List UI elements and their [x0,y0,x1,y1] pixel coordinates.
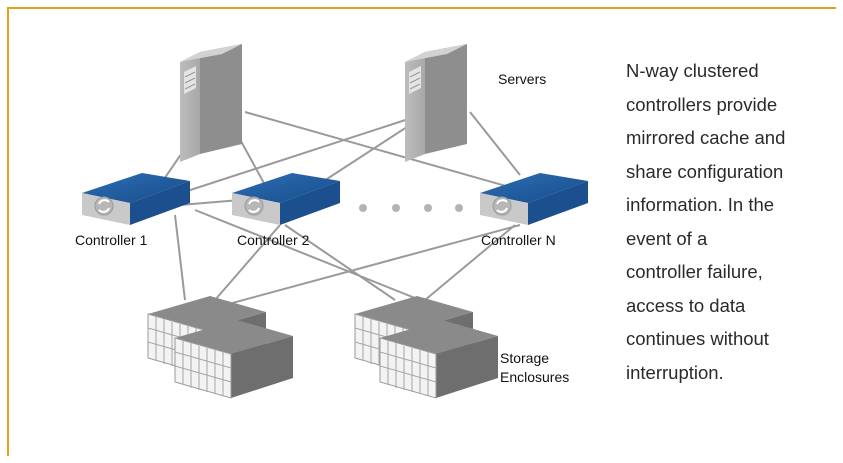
caption-line: controller failure, [626,261,763,282]
caption-line: event of a [626,227,708,249]
servers-label: Servers [498,71,547,87]
ellipsis-dots [359,204,463,212]
caption-text: N-way clustered controllers provide mirr… [626,54,831,389]
caption-line: mirrored cache and [626,127,786,148]
diagram-frame [7,7,836,456]
controller-2-label: Controller 2 [237,232,310,248]
caption-line: interruption. [626,361,724,383]
server-icon [404,43,468,163]
connection-lines [159,111,521,306]
controller-icon [81,172,191,226]
controller-icon [479,172,589,226]
controller-icon [231,172,341,226]
storage-label-line1: Storage [500,350,550,366]
caption-line: N-way clustered [626,60,759,81]
caption-line: information. In the [626,194,775,215]
caption-line: access to data [626,294,746,316]
caption-line: controllers provide [626,93,778,115]
controller-1-label: Controller 1 [75,232,148,248]
caption-line: share configuration [626,160,784,182]
controller-n-label: Controller N [481,232,556,248]
caption-line: continues without [626,328,769,349]
storage-label-line2: Enclosures [500,369,570,385]
server-icon [179,43,243,163]
